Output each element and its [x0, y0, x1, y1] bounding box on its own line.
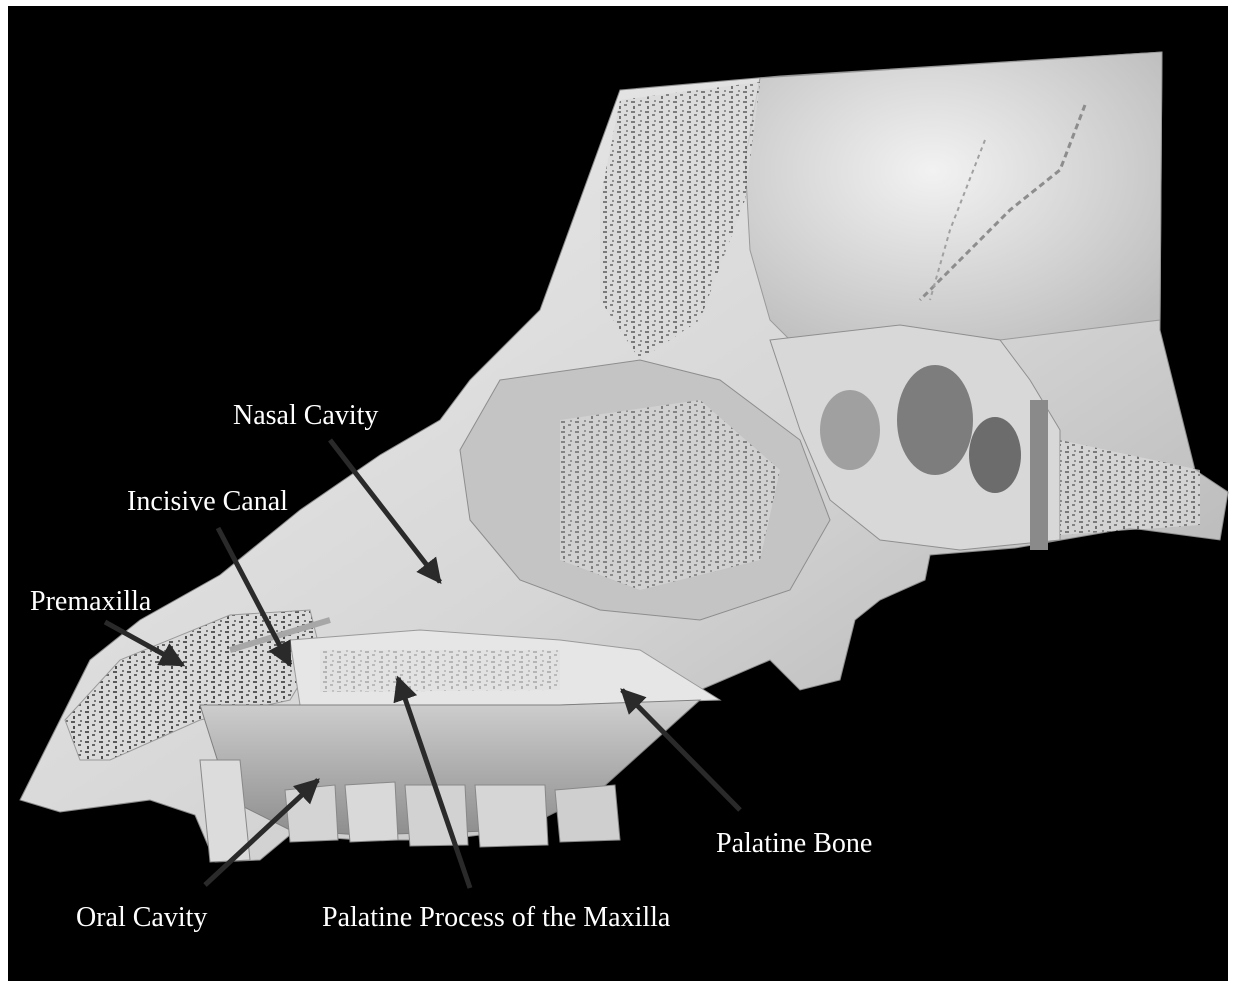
- label-palatine-process: Palatine Process of the Maxilla: [322, 902, 670, 934]
- label-oral-cavity: Oral Cavity: [76, 902, 207, 934]
- label-incisive-canal: Incisive Canal: [127, 486, 288, 518]
- sinus-cavity-1: [897, 365, 973, 475]
- label-palatine-bone: Palatine Bone: [716, 828, 872, 860]
- sinus-cavity-3: [820, 390, 880, 470]
- palatine-process-spongy: [320, 650, 560, 692]
- sinus-cavity-2: [969, 417, 1021, 493]
- label-nasal-cavity: Nasal Cavity: [233, 400, 378, 432]
- label-premaxilla: Premaxilla: [30, 586, 151, 618]
- vertical-rod: [1030, 400, 1048, 550]
- cranial-vault: [745, 52, 1162, 350]
